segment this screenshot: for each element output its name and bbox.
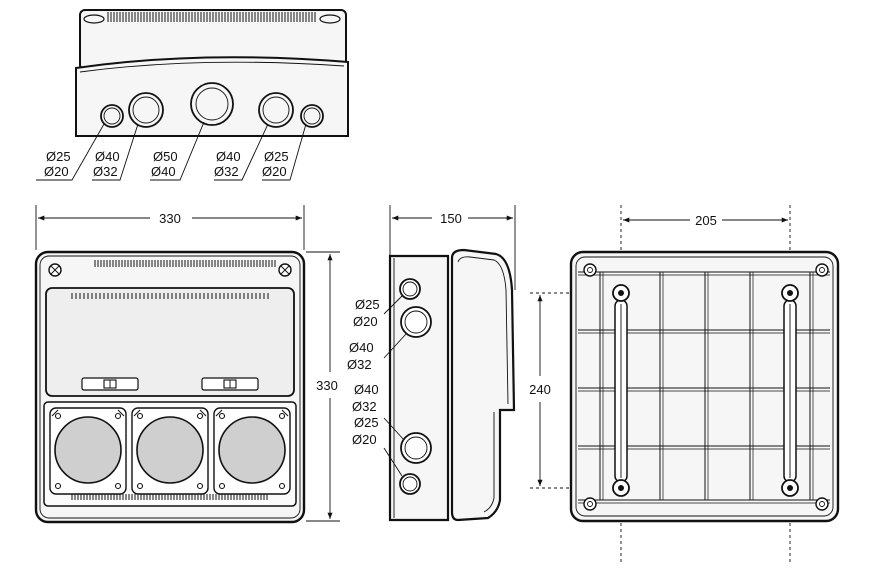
top-label-1-bottom: Ø20	[44, 164, 69, 179]
top-hole-5	[300, 104, 324, 128]
side-cover-inner-low	[483, 412, 495, 513]
side-view: 150 Ø25 Ø20 Ø40 Ø32 Ø40 Ø32 Ø25 Ø20	[347, 205, 516, 522]
back-screw-bottom-right	[815, 497, 829, 511]
back-mount-rail-left	[614, 299, 628, 483]
front-width-dim: 330	[159, 211, 181, 226]
side-hole-1	[399, 278, 421, 300]
top-leader-2	[92, 123, 139, 181]
top-hole-3	[190, 82, 234, 126]
front-top-vent-ribs	[94, 260, 276, 267]
side-leader-2	[383, 333, 407, 359]
front-bottom-vent-ribs	[71, 494, 268, 500]
front-latch-left	[81, 377, 139, 391]
top-lower-shell	[75, 56, 349, 137]
back-view: 205 240	[529, 205, 840, 565]
front-screw-top-right	[278, 263, 292, 277]
back-spacing-dim: 205	[695, 213, 717, 228]
side-label-2-bottom: Ø32	[347, 357, 372, 372]
top-label-1-top: Ø25	[46, 149, 71, 164]
front-latch-right	[201, 377, 259, 391]
top-label-5-top: Ø25	[264, 149, 289, 164]
top-label-4-bottom: Ø32	[214, 164, 239, 179]
top-label-2-top: Ø40	[95, 149, 120, 164]
back-mount-rail-right	[783, 299, 797, 483]
side-hole-4	[399, 473, 421, 495]
top-right-slot	[319, 14, 341, 24]
front-window	[45, 287, 295, 397]
back-mount-hole-top-right	[781, 284, 799, 302]
front-screw-top-left	[48, 263, 62, 277]
side-label-4-top: Ø25	[354, 415, 379, 430]
socket	[49, 407, 127, 495]
top-left-slot	[83, 14, 105, 24]
top-hole-4	[258, 92, 294, 128]
side-label-2-top: Ø40	[349, 340, 374, 355]
top-label-5-bottom: Ø20	[262, 164, 287, 179]
window-vent-ribs	[71, 293, 269, 299]
back-screw-top-right	[815, 263, 829, 277]
side-leader-1	[383, 295, 403, 315]
top-leader-1	[36, 123, 105, 181]
top-leader-4	[214, 123, 269, 181]
top-vent-ribs	[107, 12, 316, 22]
top-label-4-top: Ø40	[216, 149, 241, 164]
side-leader-4	[383, 447, 403, 477]
socket	[131, 407, 209, 495]
side-hole-3	[400, 432, 432, 464]
back-screw-bottom-left	[583, 497, 597, 511]
back-body-inner	[575, 256, 834, 517]
side-leader-3	[383, 417, 405, 441]
back-screw-top-left	[583, 263, 597, 277]
sockets	[49, 407, 291, 495]
top-hole-2	[128, 92, 164, 128]
top-shell-edge	[79, 61, 345, 73]
top-view: Ø25 Ø20 Ø40 Ø32 Ø50 Ø40 Ø40 Ø32 Ø25 Ø20	[36, 9, 349, 181]
top-leader-5	[262, 123, 307, 181]
side-label-4-bottom: Ø20	[352, 432, 377, 447]
top-label-3-bottom: Ø40	[151, 164, 176, 179]
front-height-dim: 330	[316, 378, 338, 393]
side-label-1-top: Ø25	[355, 297, 380, 312]
side-label-3-top: Ø40	[354, 382, 379, 397]
top-label-3-top: Ø50	[153, 149, 178, 164]
front-view: 330 330	[34, 205, 340, 524]
front-body-inner	[39, 255, 301, 519]
back-mount-hole-bottom-right	[781, 479, 799, 497]
top-hole-1	[100, 104, 124, 128]
side-cover-inner	[457, 256, 509, 405]
back-vertical-dim: 240	[529, 382, 551, 397]
side-hole-2	[400, 306, 432, 338]
side-depth-dim: 150	[440, 211, 462, 226]
top-label-2-bottom: Ø32	[93, 164, 118, 179]
back-mount-hole-bottom-left	[612, 479, 630, 497]
side-label-3-bottom: Ø32	[352, 399, 377, 414]
side-label-1-bottom: Ø20	[353, 314, 378, 329]
back-mount-hole-top-left	[612, 284, 630, 302]
side-cover	[450, 248, 516, 522]
socket	[213, 407, 291, 495]
top-leader-3	[150, 121, 205, 181]
